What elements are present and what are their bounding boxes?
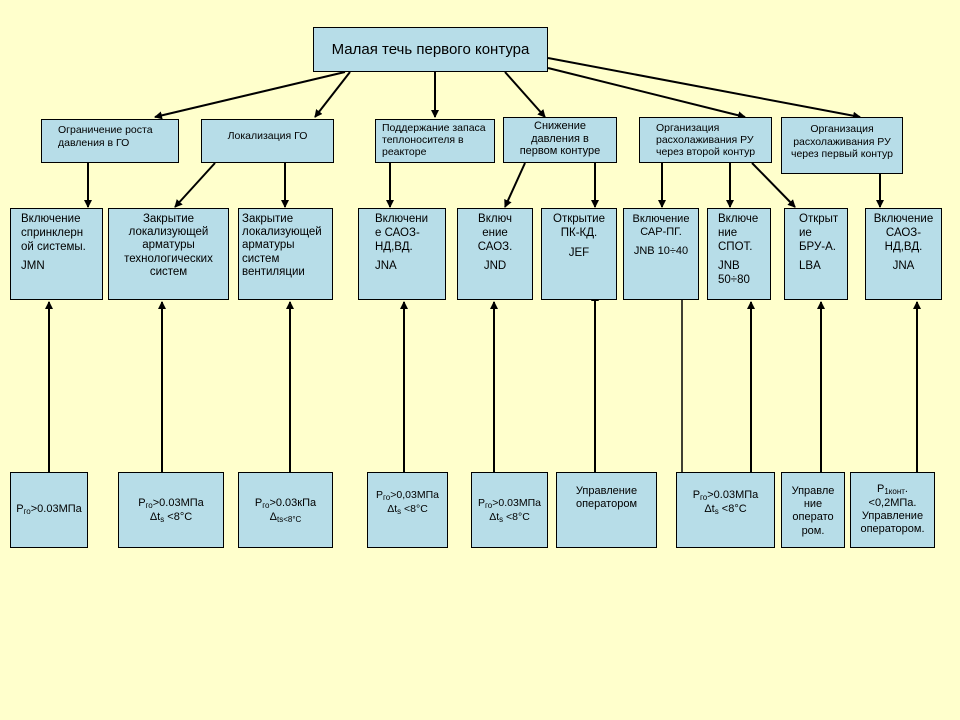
- goal-label: Ограничение роста давления в ГО: [58, 124, 153, 149]
- root-label: Малая течь первого контура: [331, 40, 530, 58]
- action-node-tech-valves: Закрытие локализующей арматуры технологи…: [108, 208, 229, 300]
- action-label: Включение спринклерн ой системы.: [21, 213, 86, 253]
- action-code: JNA: [892, 260, 915, 273]
- condition-node-1: Pго>0.03МПа: [10, 472, 88, 548]
- condition-node-7: Pго>0.03МПа Δts <8°C: [676, 472, 775, 548]
- condition-node-2: Pго>0.03МПа Δts <8°C: [118, 472, 224, 548]
- action-node-pressurizer-valve: Открытие ПК-КД. JEF: [541, 208, 617, 300]
- action-node-ventilation-valves: Закрытие локализующей арматуры систем ве…: [238, 208, 333, 300]
- action-label: Открыт ие БРУ-А.: [799, 213, 839, 253]
- goal-node-coolant-inventory: Поддержание запаса теплоносителя в реакт…: [375, 119, 495, 163]
- action-node-eccs: Включ ение САОЗ. JND: [457, 208, 533, 300]
- action-node-sprinkler: Включение спринклерн ой системы. JMN: [10, 208, 103, 300]
- action-code: JND: [483, 260, 507, 273]
- condition-node-5: Pго>0.03МПа Δts <8°C: [471, 472, 548, 548]
- root-node: Малая течь первого контура: [313, 27, 548, 72]
- condition-node-9: P1конт. <0,2МПа. Управление оператором.: [850, 472, 935, 548]
- goal-node-secondary-cooldown: Организация расхолаживания РУ через втор…: [639, 117, 772, 163]
- action-label: Закрытие локализующей арматуры систем ве…: [242, 213, 322, 278]
- action-label: Включение САОЗ- НД,ВД.: [873, 213, 934, 253]
- action-label: Включе ние СПОТ.: [718, 213, 759, 253]
- condition-node-6: Управление оператором: [556, 472, 657, 548]
- action-code: JNB 50÷80: [718, 260, 750, 287]
- action-label: Включение САР-ПГ.: [632, 213, 690, 239]
- action-code: JNB 10÷40: [633, 245, 689, 258]
- action-label: Включени е САОЗ- НД,ВД.: [375, 213, 429, 253]
- condition-node-4: Pго>0,03МПа Δts <8°C: [367, 472, 448, 548]
- goal-node-primary-cooldown: Организация расхолаживания РУ через перв…: [781, 117, 903, 174]
- condition-node-8: Управле ние операто ром.: [781, 472, 845, 548]
- goal-node-pressure-limit: Ограничение роста давления в ГО: [41, 119, 179, 163]
- goal-node-containment-localization: Локализация ГО: [201, 119, 334, 163]
- action-node-eccs-lp-hp: Включени е САОЗ- НД,ВД. JNA: [358, 208, 446, 300]
- goal-label: Поддержание запаса теплоносителя в реакт…: [382, 122, 486, 159]
- goal-label: Организация расхолаживания РУ через перв…: [790, 123, 893, 161]
- action-node-spot: Включе ние СПОТ. JNB 50÷80: [707, 208, 771, 300]
- goal-label: Снижение давления в первом контуре: [519, 120, 601, 158]
- action-label: Закрытие локализующей арматуры технологи…: [124, 213, 213, 278]
- goal-label: Локализация ГО: [227, 130, 308, 142]
- action-code: LBA: [799, 260, 821, 273]
- goal-node-pressure-reduction: Снижение давления в первом контуре: [503, 117, 617, 163]
- action-label: Включ ение САОЗ.: [477, 213, 513, 253]
- action-node-bru-a: Открыт ие БРУ-А. LBA: [784, 208, 848, 300]
- action-code: JEF: [568, 246, 590, 259]
- action-code: JMN: [21, 260, 45, 273]
- condition-node-3: Pго>0.03кПа Δts<8°C: [238, 472, 333, 548]
- action-label: Открытие ПК-КД.: [553, 213, 605, 239]
- goal-label: Организация расхолаживания РУ через втор…: [656, 122, 756, 159]
- action-node-eccs-lp-hp-primary: Включение САОЗ- НД,ВД. JNA: [865, 208, 942, 300]
- action-code: JNA: [375, 260, 397, 273]
- action-node-sg-level-control: Включение САР-ПГ. JNB 10÷40: [623, 208, 699, 300]
